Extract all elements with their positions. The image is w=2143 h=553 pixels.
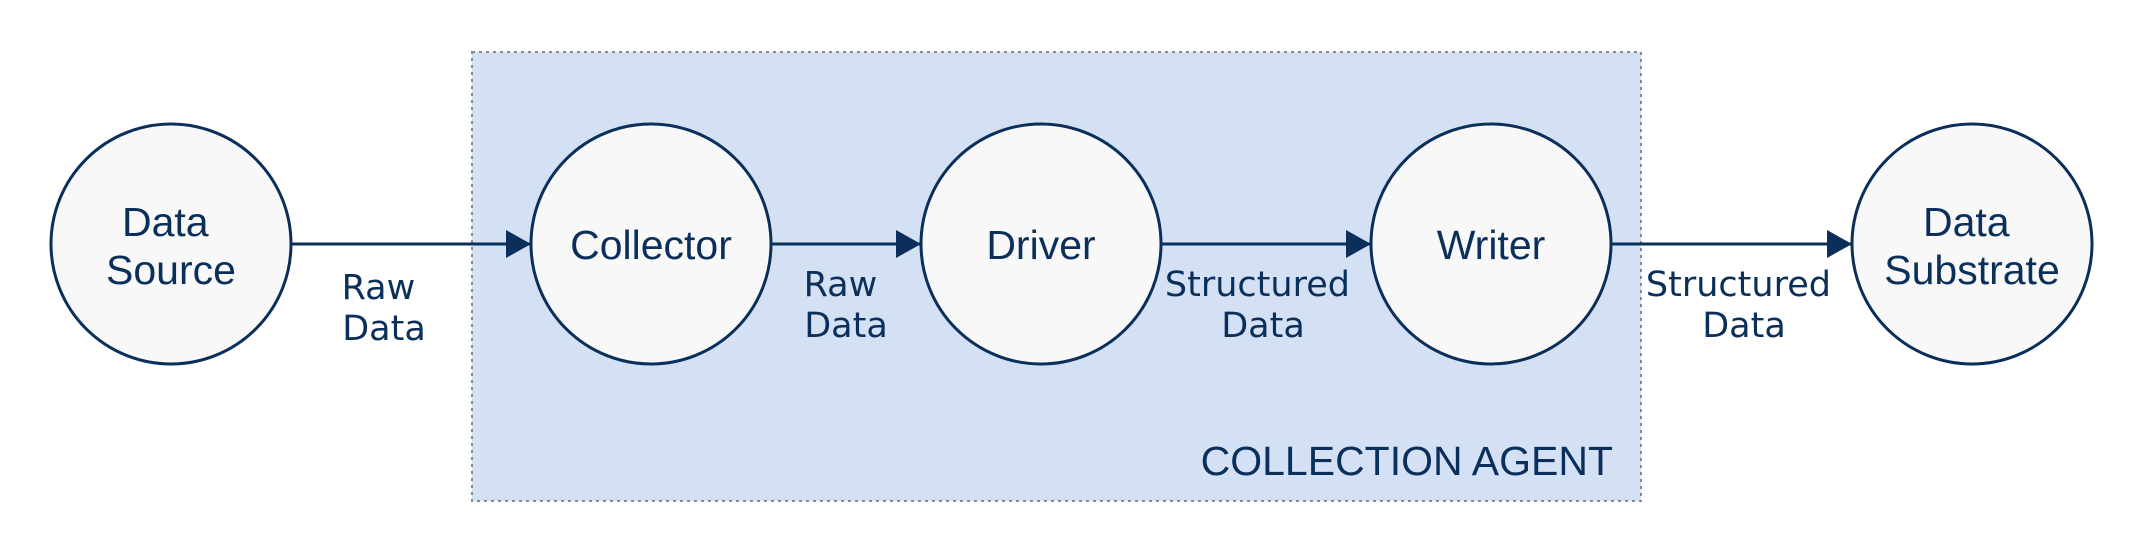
edge-label-driver-writer: Structured Data (1165, 265, 1361, 346)
node-data-source: Data Source (49, 122, 293, 366)
collection-agent-label: COLLECTION AGENT (1201, 438, 1613, 484)
arrowhead-writer (1346, 230, 1371, 258)
edge-label-writer-substrate: Structured Data (1646, 265, 1842, 346)
node-writer: Writer (1369, 122, 1613, 366)
edge-label-collector-driver: Raw Data (804, 265, 889, 346)
node-label-data-substrate: Data Substrate (1884, 199, 2060, 293)
node-circle (1369, 122, 1613, 366)
node-label-driver: Driver (986, 222, 1095, 268)
node-circle (49, 122, 293, 366)
arrowhead-collector (506, 230, 531, 258)
node-driver: Driver (919, 122, 1163, 366)
edge-labels: Raw Data Raw Data Structured Data Struct… (342, 265, 1842, 349)
node-collector: Collector (529, 122, 773, 366)
arrowhead-driver (896, 230, 921, 258)
node-circle (919, 122, 1163, 366)
node-label-data-source: Data Source (106, 199, 236, 293)
edge-label-source-collector: Raw Data (342, 268, 427, 349)
edges (292, 230, 1852, 258)
node-circle (529, 122, 773, 366)
node-data-substrate: Data Substrate (1850, 122, 2094, 366)
node-label-writer: Writer (1437, 222, 1546, 268)
arrowhead-substrate (1827, 230, 1852, 258)
node-label-collector: Collector (570, 222, 732, 268)
node-circle (1850, 122, 2094, 366)
